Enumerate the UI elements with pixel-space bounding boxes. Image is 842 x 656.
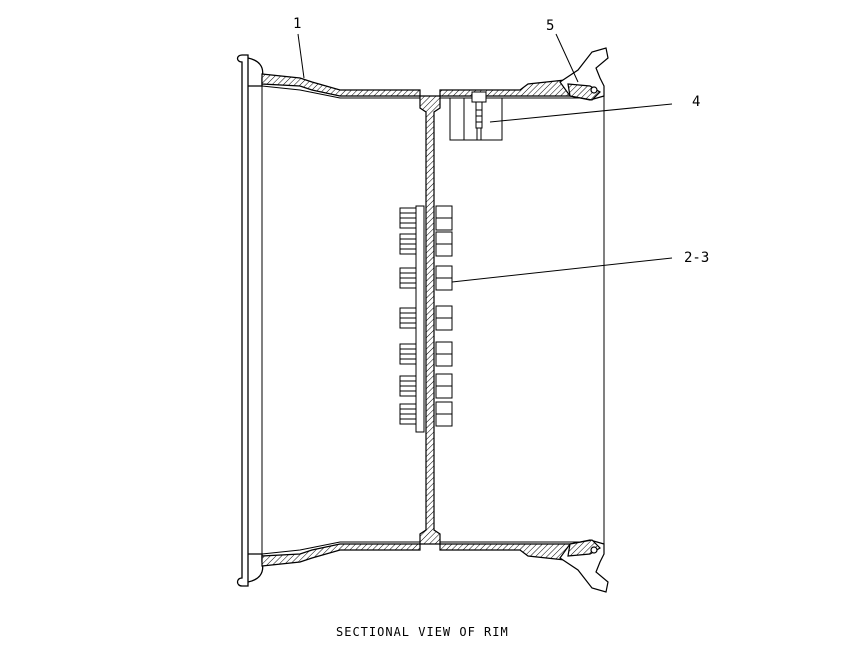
callout-1: 1 — [293, 16, 301, 32]
center-disc — [419, 95, 441, 545]
leader-lines — [297, 33, 673, 283]
bolt-nut-stack — [399, 205, 453, 433]
callout-5: 5 — [546, 18, 554, 34]
clamp-plate — [415, 205, 425, 433]
lock-ring-right — [559, 47, 609, 593]
rim-bore-lines — [261, 85, 605, 555]
callout-2-3: 2-3 — [684, 250, 709, 266]
callout-4: 4 — [692, 94, 700, 110]
drawing-caption: SECTIONAL VIEW OF RIM — [336, 625, 509, 639]
valve-assembly — [449, 91, 503, 141]
left-flange — [236, 54, 264, 587]
